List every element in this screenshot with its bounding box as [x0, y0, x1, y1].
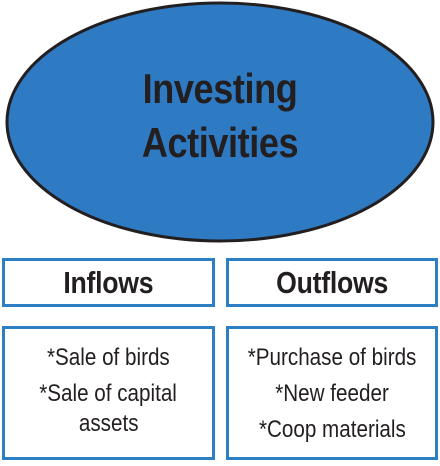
inflows-item: *Sale of capital: [39, 380, 178, 407]
title-line-1: Investing: [142, 65, 298, 112]
outflows-item: *Purchase of birds: [247, 344, 417, 371]
inflows-header: Inflows: [63, 264, 154, 300]
investing-activities-ellipse: Investing Activities: [5, 1, 435, 243]
inflows-item: *Sale of birds: [47, 344, 170, 371]
ellipse-shape: [5, 1, 435, 243]
outflows-item: *Coop materials: [258, 416, 406, 443]
outflows-item: *New feeder: [275, 380, 389, 407]
diagram-title: Investing Activities: [31, 62, 409, 170]
outflows-header-box: Outflows: [226, 258, 438, 307]
inflows-list: *Sale of birds *Sale of capital assets: [2, 326, 215, 460]
outflows-list: *Purchase of birds *New feeder *Coop mat…: [226, 326, 438, 460]
outflows-header: Outflows: [276, 264, 388, 300]
title-line-2: Activities: [141, 119, 299, 166]
inflows-item: assets: [78, 410, 139, 437]
inflows-header-box: Inflows: [2, 258, 215, 307]
